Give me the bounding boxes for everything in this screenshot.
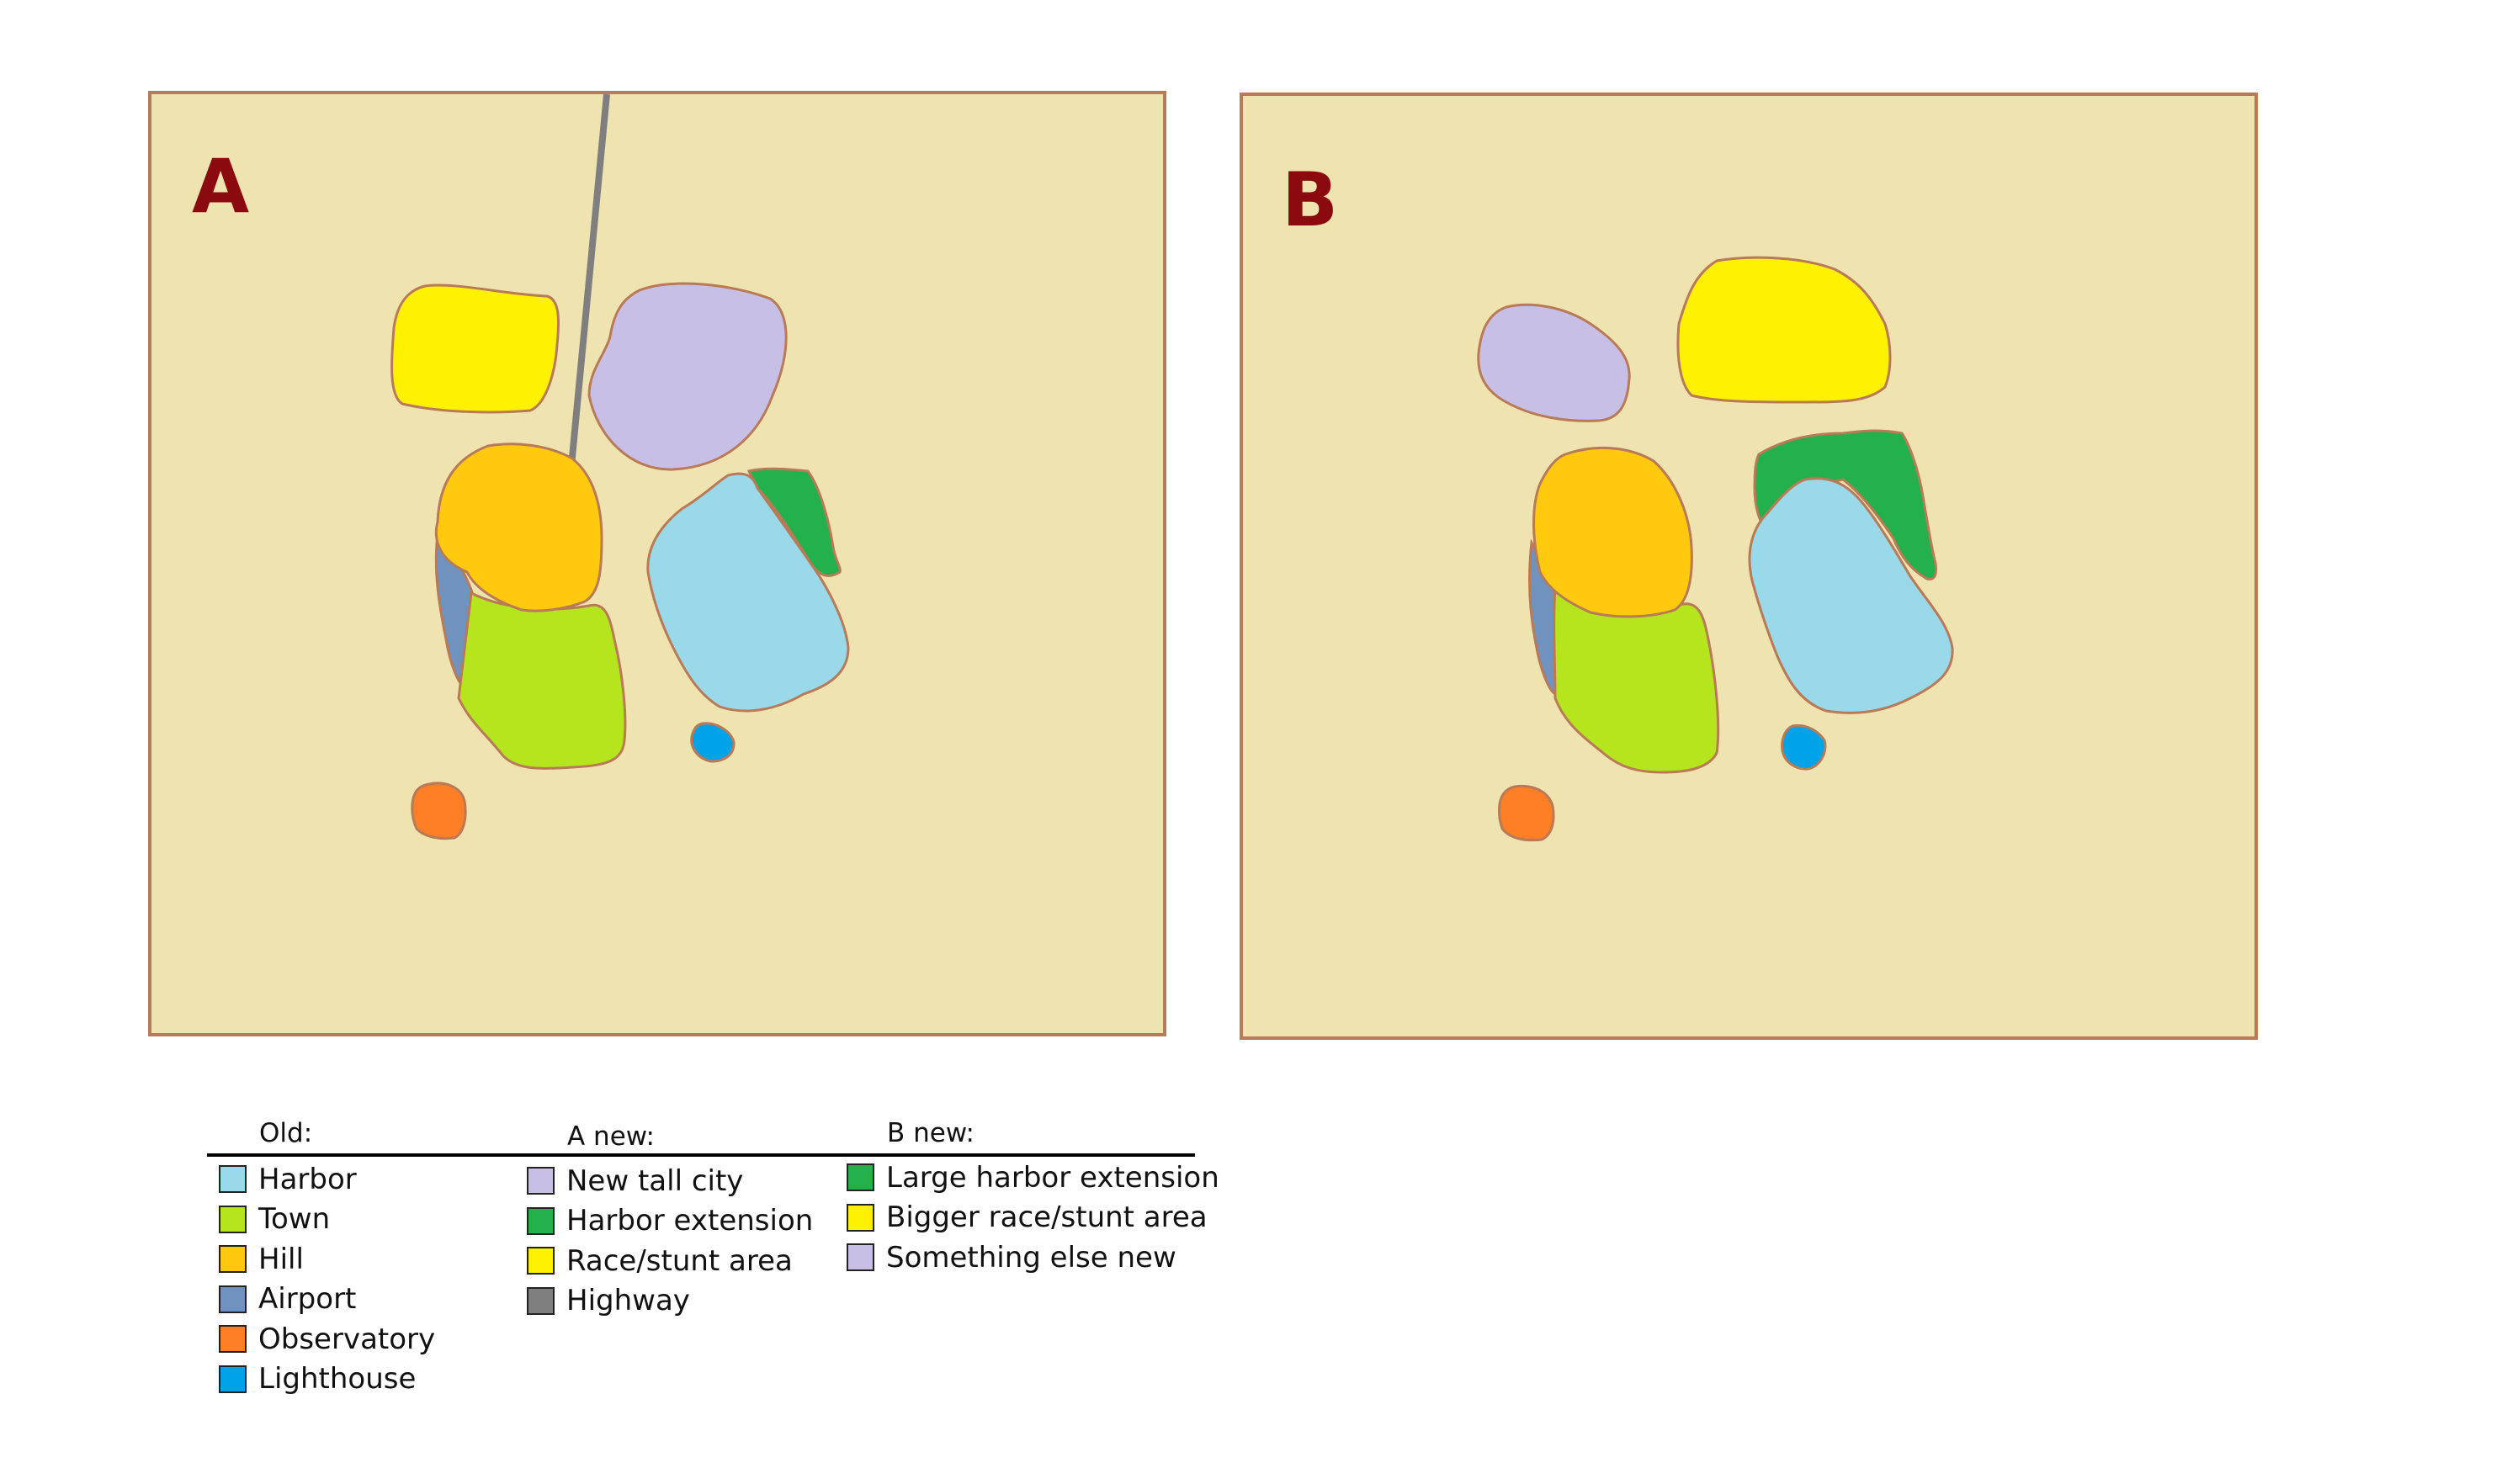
legend-item-harbor-extension: Harbor extension <box>527 1201 813 1242</box>
hill <box>434 443 603 612</box>
map-b: B <box>1240 93 2258 1040</box>
legend-item-label: Airport <box>258 1282 357 1317</box>
swatch <box>847 1163 874 1192</box>
map-a: A <box>148 91 1166 1036</box>
swatch <box>527 1286 555 1315</box>
legend-item-label: Harbor extension <box>566 1204 814 1238</box>
legend-heading-a-new: A new: <box>567 1121 655 1152</box>
legend-item-label: Harbor <box>258 1162 357 1196</box>
lighthouse-b <box>1781 723 1827 771</box>
legend-item-town: Town <box>219 1200 435 1240</box>
hill-b <box>1532 447 1693 618</box>
map-b-label: B <box>1282 156 1338 243</box>
legend-item-lighthouse: Lighthouse <box>219 1359 435 1400</box>
legend-item-label: Something else new <box>886 1240 1176 1275</box>
observatory <box>411 782 467 840</box>
swatch <box>219 1365 247 1393</box>
legend-item-label: Race/stunt area <box>566 1243 793 1278</box>
swatch <box>219 1165 247 1194</box>
legend-heading-b-new: B new: <box>887 1118 975 1148</box>
swatch <box>527 1247 555 1275</box>
swatch <box>219 1325 247 1354</box>
something-else-new <box>1477 303 1631 422</box>
legend-item-label: Observatory <box>258 1322 436 1356</box>
legend-item-race-stunt-area: Race/stunt area <box>527 1241 813 1281</box>
observatory-b <box>1498 784 1555 842</box>
legend-divider <box>207 1153 1195 1157</box>
legend-column-b-new: B new: Large harbor extension Bigger rac… <box>847 1117 1219 1278</box>
lighthouse <box>690 722 736 763</box>
swatch <box>219 1285 247 1313</box>
legend-item-label: Town <box>258 1202 331 1237</box>
town-b <box>1553 586 1720 774</box>
legend-item-label: Bigger race/stunt area <box>886 1200 1208 1235</box>
legend-heading-old: Old: <box>259 1118 313 1148</box>
legend-item-label: Lighthouse <box>258 1362 417 1397</box>
legend-items-old: Harbor Town Hill Airport Observatory Lig… <box>219 1159 435 1399</box>
legend-items-a-new: New tall city Harbor extension Race/stun… <box>527 1161 813 1321</box>
swatch <box>219 1245 247 1274</box>
harbor <box>646 472 850 713</box>
swatch <box>847 1203 874 1232</box>
harbor-b <box>1748 477 1954 714</box>
legend-item-highway: Highway <box>527 1281 813 1322</box>
bigger-race-stunt-area <box>1676 256 1892 404</box>
legend-item-label: Large harbor extension <box>886 1160 1219 1195</box>
legend-column-a-new: A new: New tall city Harbor extension Ra… <box>527 1121 813 1321</box>
legend-item-observatory: Observatory <box>219 1319 435 1359</box>
new-tall-city <box>587 282 788 471</box>
highway <box>566 93 610 485</box>
legend-item-large-harbor-extension: Large harbor extension <box>847 1158 1219 1198</box>
swatch <box>219 1205 247 1233</box>
map-a-label: A <box>192 143 249 230</box>
swatch <box>527 1167 555 1195</box>
legend-item-label: Hill <box>258 1242 304 1276</box>
legend-item-new-tall-city: New tall city <box>527 1161 813 1201</box>
swatch <box>527 1206 555 1235</box>
town <box>457 591 627 770</box>
legend-column-old: Old: Harbor Town Hill Airport Observator… <box>219 1117 435 1399</box>
harbor-extension <box>746 467 842 577</box>
swatch <box>847 1243 874 1272</box>
legend-item-something-else-new: Something else new <box>847 1238 1219 1278</box>
legend-item-bigger-race-stunt-area: Bigger race/stunt area <box>847 1198 1219 1238</box>
legend-item-label: New tall city <box>566 1163 744 1198</box>
race-stunt-area <box>390 284 560 414</box>
legend-item-label: Highway <box>566 1284 690 1318</box>
legend-item-hill: Hill <box>219 1239 435 1280</box>
legend-item-airport: Airport <box>219 1280 435 1320</box>
legend-items-b-new: Large harbor extension Bigger race/stunt… <box>847 1158 1219 1278</box>
legend-item-harbor: Harbor <box>219 1159 435 1200</box>
